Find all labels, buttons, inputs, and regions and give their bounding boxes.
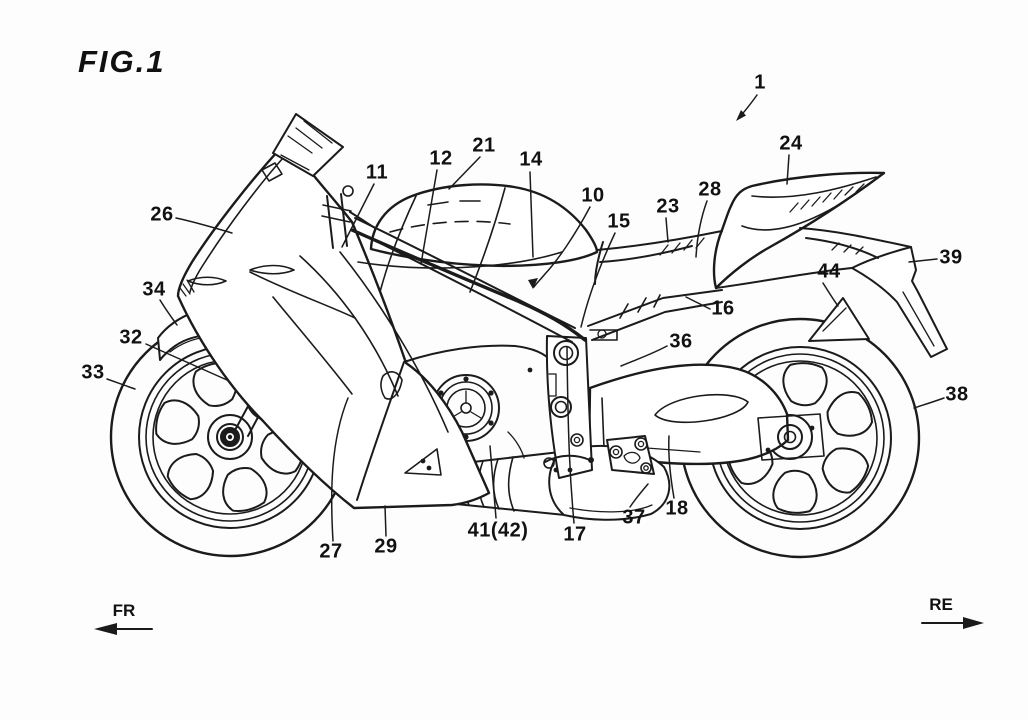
- rear-direction-label: RE: [929, 595, 953, 614]
- ref-label-41-42: 41(42): [467, 519, 529, 542]
- rear-bracket: [808, 297, 870, 342]
- front-direction-arrow: [94, 623, 153, 635]
- tail-lower-blade: [715, 227, 912, 289]
- ref-label-28: 28: [698, 178, 722, 201]
- ref-label-27: 27: [319, 540, 343, 563]
- ref-label-11: 11: [365, 161, 389, 184]
- ref-label-38: 38: [945, 383, 969, 406]
- tail-cowl: [712, 171, 886, 290]
- front-direction-label: FR: [112, 601, 136, 620]
- ref-label-44: 44: [817, 260, 841, 283]
- ref-label-1: 1: [754, 71, 766, 94]
- direction-arrows: [94, 617, 984, 635]
- ref-label-24: 24: [779, 132, 803, 155]
- figure-title: FIG.1: [78, 44, 166, 79]
- ref-label-37: 37: [622, 506, 646, 529]
- ref-label-16: 16: [711, 297, 735, 320]
- subframe: [587, 289, 723, 341]
- ref-label-29: 29: [374, 535, 398, 558]
- ref-label-33: 33: [81, 361, 105, 384]
- ref-label-21: 21: [472, 134, 496, 157]
- ref-label-36: 36: [669, 330, 693, 353]
- ref-label-15: 15: [607, 210, 631, 233]
- ref-label-14: 14: [519, 148, 543, 171]
- ref-label-23: 23: [656, 195, 680, 218]
- ref-label-12: 12: [429, 147, 453, 170]
- fuel-tank: [357, 183, 599, 293]
- ref-label-10: 10: [581, 184, 605, 207]
- main-frame: [350, 217, 587, 343]
- leader-lines: [106, 94, 945, 542]
- windscreen: [261, 113, 344, 182]
- ref-label-34: 34: [142, 278, 166, 301]
- front-fairing: [176, 150, 491, 510]
- frame-rear-section: [545, 335, 593, 479]
- footpeg-linkage: [543, 435, 655, 475]
- ref-label-39: 39: [939, 246, 963, 269]
- ref-label-32: 32: [119, 326, 143, 349]
- ref-label-17: 17: [563, 523, 587, 546]
- ref-label-26: 26: [150, 203, 174, 226]
- rear-direction-arrow: [921, 617, 984, 629]
- seat: [594, 230, 723, 285]
- ref-label-18: 18: [665, 497, 689, 520]
